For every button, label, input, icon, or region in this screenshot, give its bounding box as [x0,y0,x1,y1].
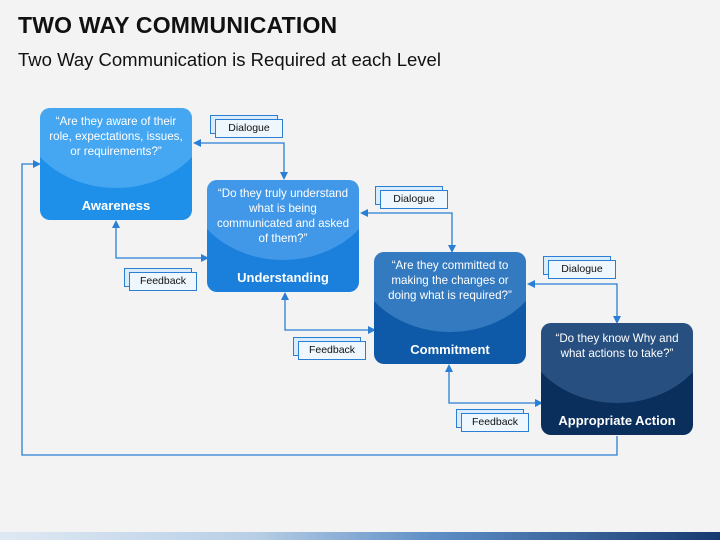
dialogue-connector-1 [193,139,288,180]
highlight-shape [541,323,693,403]
stage-label: Awareness [81,198,151,213]
highlight-shape [40,108,192,188]
stage-label: Appropriate Action [558,413,676,428]
dialogue-connector-3 [527,280,621,324]
stage-label: Understanding [237,270,329,285]
stage-understanding: “Do they truly understand what is being … [207,180,359,292]
stage-label: Commitment [410,342,490,357]
dialogue-tag: Dialogue [210,115,283,138]
dialogue-tag: Dialogue [543,256,616,279]
stage-awareness: “Are they aware of their role, expectati… [40,108,192,220]
stage-commitment: “Are they committed to making the change… [374,252,526,364]
stage-question: “Do they know Why and what actions to ta… [555,332,679,360]
feedback-connector-2 [281,292,376,334]
feedback-connector-3 [445,364,543,407]
dialogue-connector-2 [360,209,456,253]
page-title: TWO WAY COMMUNICATION [18,12,338,38]
feedback-tag: Feedback [124,268,197,291]
highlight-shape [374,252,526,332]
feedback-tag: Feedback [456,409,529,432]
stage-appropriate-action: “Do they know Why and what actions to ta… [541,323,693,435]
dialogue-tag: Dialogue [375,186,448,209]
stage-question: “Do they truly understand what is being … [216,187,350,245]
footer-gradient-bar [0,532,720,540]
feedback-connector-1 [112,220,209,262]
highlight-shape [207,180,359,260]
page-subtitle: Two Way Communication is Required at eac… [18,49,441,70]
return-loop-connector [21,160,618,456]
stage-question: “Are they aware of their role, expectati… [49,115,183,158]
feedback-tag: Feedback [293,337,366,360]
stage-question: “Are they committed to making the change… [388,259,512,302]
